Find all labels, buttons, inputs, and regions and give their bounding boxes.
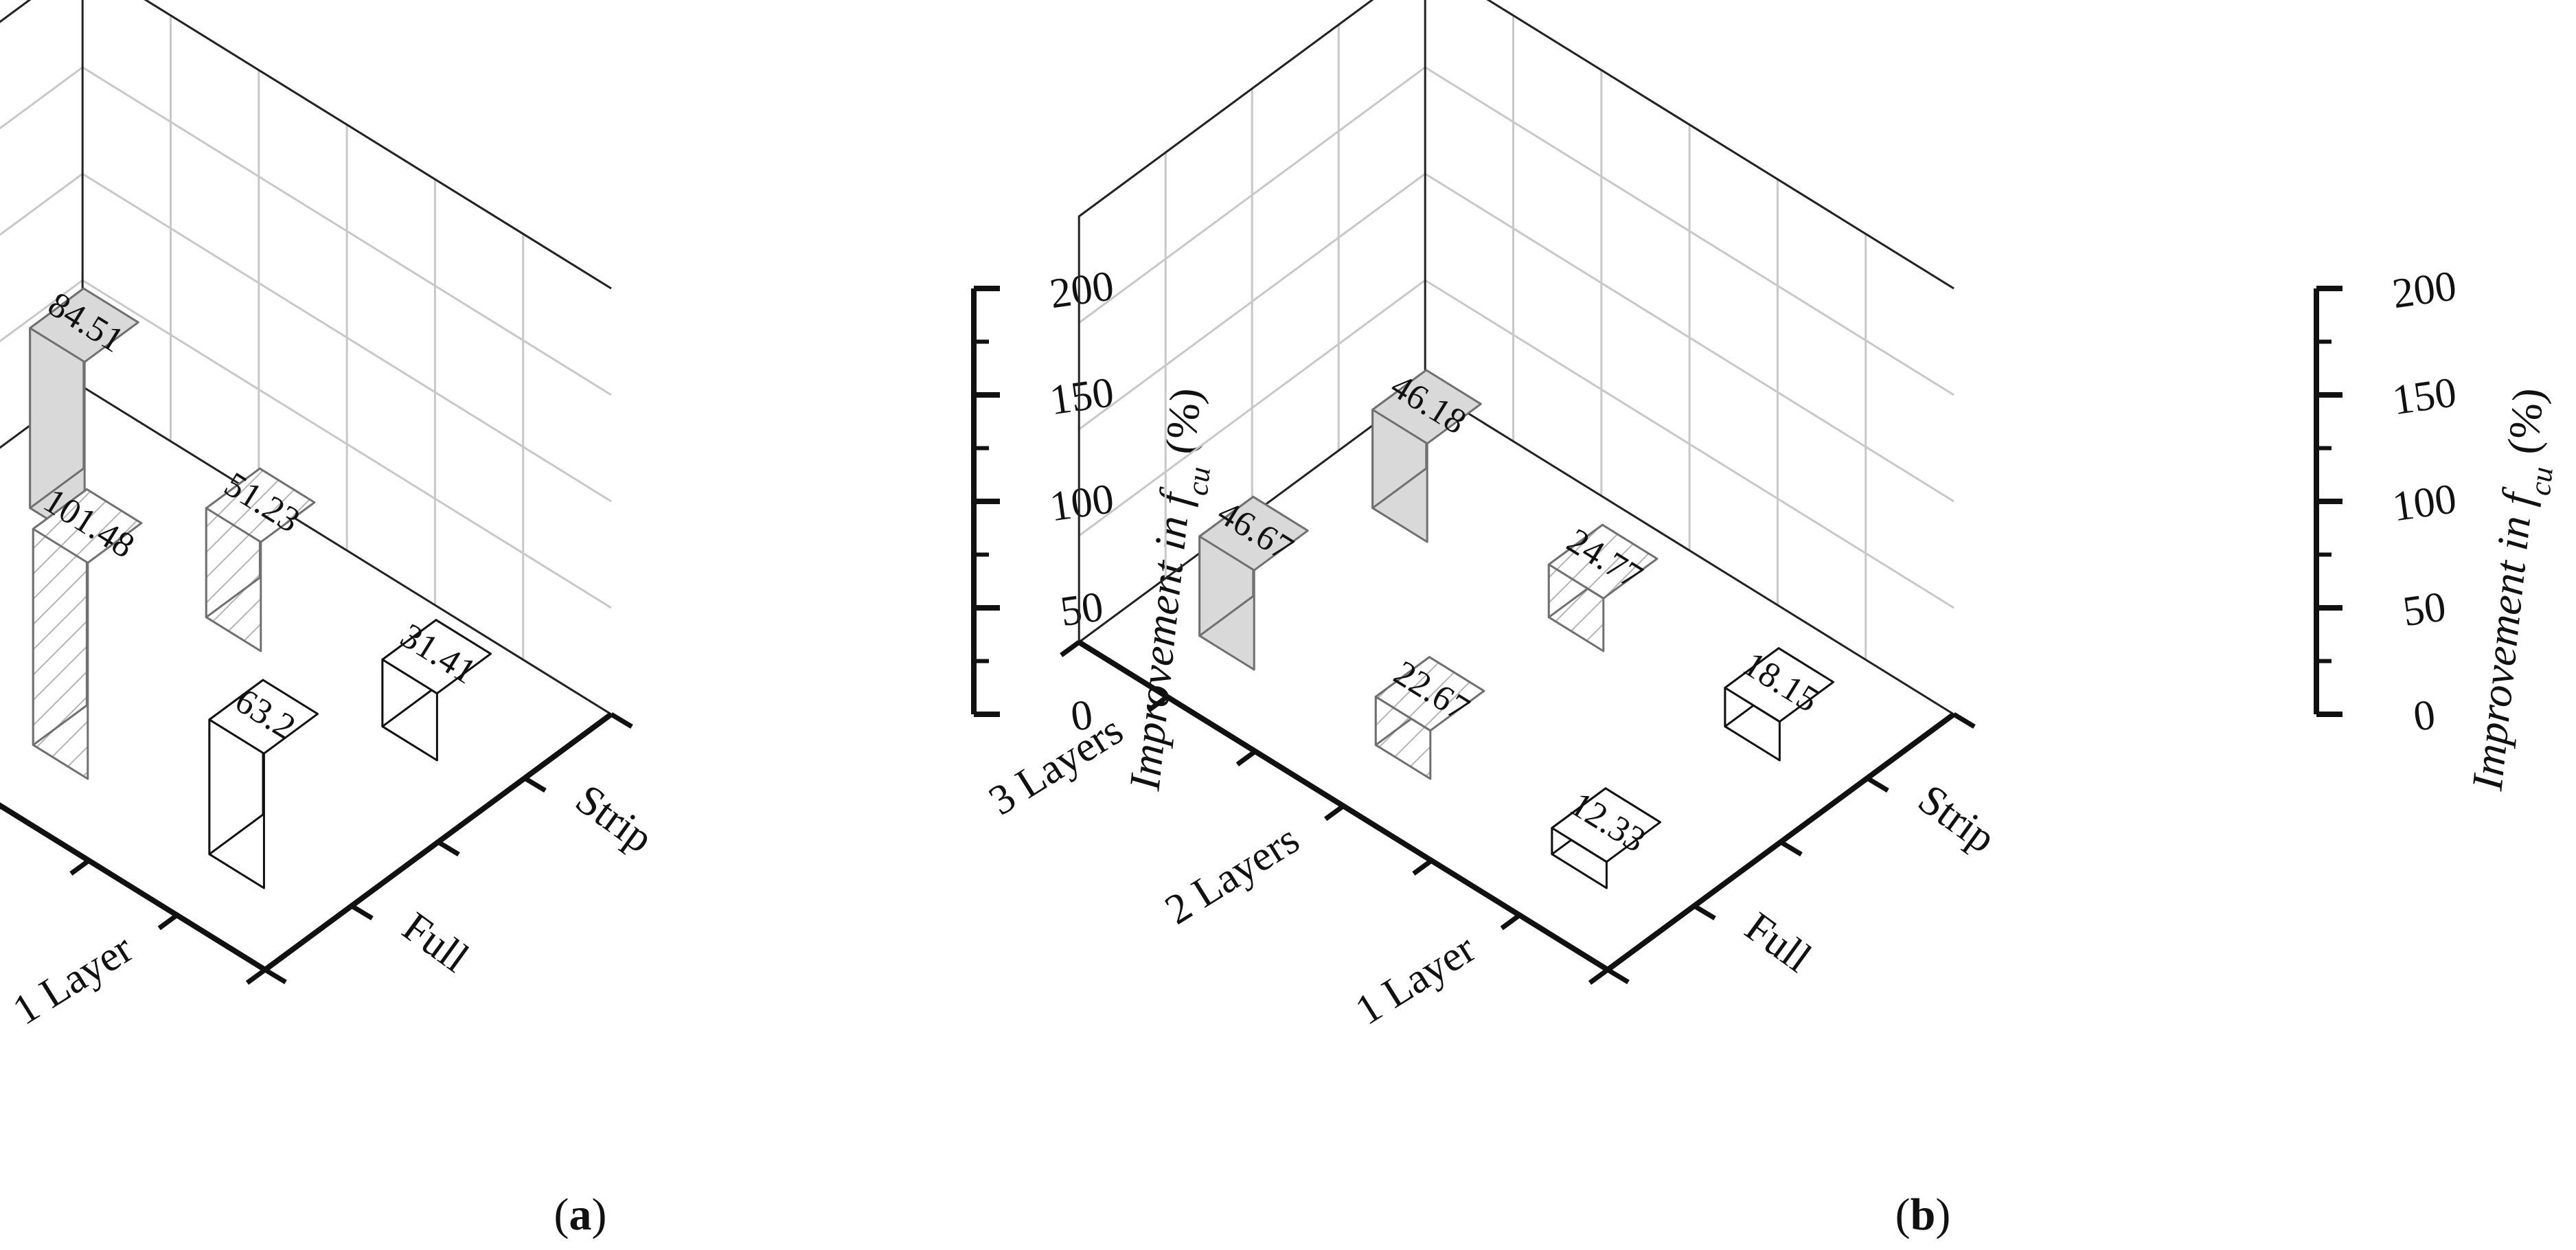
gridline [0, 0, 612, 290]
bar-top-face [1371, 369, 1482, 445]
z-axis-title-sub: cu [1180, 465, 1216, 497]
plot-frame [1078, 0, 1954, 642]
bar-3-layers-full: 46.67 [1198, 493, 1309, 671]
x-tick [1324, 804, 1345, 821]
z-tick-label: 0 [2410, 691, 2438, 740]
y-tick [437, 839, 460, 857]
x-label-3-layers: 3 Layers [981, 707, 1131, 825]
bar-1-layer-full: 63.2 [208, 679, 319, 889]
y-tick [1866, 775, 1889, 793]
z-axis-title-unit: (%) [1154, 385, 1210, 467]
panel-caption: (b) [1895, 1190, 1951, 1240]
caption-letter: b [1911, 1190, 1936, 1240]
panel-a: 84.5151.2331.41140.52101.4863.2050100150… [0, 0, 1216, 1240]
panel-b: 46.18 24.77 18.15 46.67 22.67 12.33 0 50 100 150 2… [981, 0, 2567, 1240]
x-tick [245, 968, 267, 985]
bar-top-face [1374, 656, 1485, 732]
x-tick [1235, 749, 1257, 766]
bar-top-face [29, 287, 139, 363]
x-tick [1500, 913, 1521, 931]
z-axis-title-unit: (%) [2496, 385, 2553, 467]
y-tick [610, 712, 633, 729]
z-tick-label: 100 [1047, 475, 1117, 530]
y-tick [264, 967, 287, 985]
gridline [1078, 0, 1954, 290]
y-tick [350, 903, 374, 921]
y-label-strip: Strip [1910, 775, 2005, 862]
x-tick [1060, 640, 1081, 657]
y-label-strip: Strip [567, 775, 662, 862]
x-tick [157, 913, 179, 931]
plot-frame [0, 0, 612, 290]
bar-top-face [381, 619, 492, 695]
bar-top-face [32, 488, 143, 564]
bar-top-face [1198, 495, 1309, 571]
x-tick [0, 804, 3, 810]
y-label-full: Full [394, 903, 477, 981]
bar-3-layers-strip: 46.18 [1371, 366, 1482, 543]
y-tick [1952, 712, 1976, 729]
bar-2-layers-strip: 24.77 [1547, 521, 1659, 652]
bar-top-face [1551, 787, 1661, 863]
z-axis-title-sub: cu [2522, 465, 2559, 497]
bar-1-layer-strip: 18.15 [1724, 644, 1834, 762]
x-tick [69, 859, 91, 876]
bar-1-layer-full: 12.33 [1551, 784, 1661, 889]
bar-top-face [1547, 523, 1659, 600]
x-tick [1588, 968, 1610, 985]
y-tick [1606, 967, 1630, 985]
z-tick-label: 200 [1047, 262, 1117, 317]
z-tick-label: 50 [1058, 583, 1106, 635]
panel-caption: (a) [554, 1190, 607, 1240]
bars: 46.18 24.77 18.15 46.67 22.67 12.33 [1198, 366, 1834, 889]
caption-paren-close: ) [592, 1190, 607, 1240]
x-label-1-layer: 1 Layer [1347, 925, 1483, 1034]
caption-paren-open: ( [554, 1190, 569, 1240]
x-tick [1148, 694, 1169, 712]
bar-top-face [1724, 647, 1834, 723]
z-tick-label: 150 [1047, 369, 1117, 424]
z-tick-label: 50 [2400, 583, 2449, 635]
bar-2-layers-strip: 51.23 [205, 465, 316, 652]
caption-letter: a [569, 1190, 592, 1240]
y-tick [1779, 839, 1803, 857]
y-label-full: Full [1737, 903, 1820, 981]
bar-1-layer-strip: 31.41 [381, 616, 492, 762]
x-label-2-layers: 2 Layers [1157, 816, 1308, 934]
z-tick-label: 200 [2389, 262, 2459, 317]
z-tick-label: 100 [2389, 475, 2459, 530]
bar-2-layers-full: 22.67 [1374, 653, 1485, 780]
z-axis-title: Improvement in fcu (%) [2462, 385, 2567, 795]
z-axis-title-main: Improvement in [2462, 503, 2540, 793]
z-tick-label: 150 [2389, 369, 2459, 424]
bar-top-face [208, 679, 319, 755]
bar-top-face [205, 467, 316, 543]
x-label-1-layer: 1 Layer [5, 925, 141, 1034]
y-tick [523, 775, 547, 793]
x-tick [1412, 859, 1433, 876]
caption-paren-close: ) [1935, 1190, 1950, 1240]
y-tick [1693, 903, 1716, 921]
z-axis-title-main: Improvement in [1119, 503, 1198, 793]
bar-2-layers-full: 101.48 [32, 481, 143, 780]
caption-paren-open: ( [1895, 1190, 1911, 1240]
